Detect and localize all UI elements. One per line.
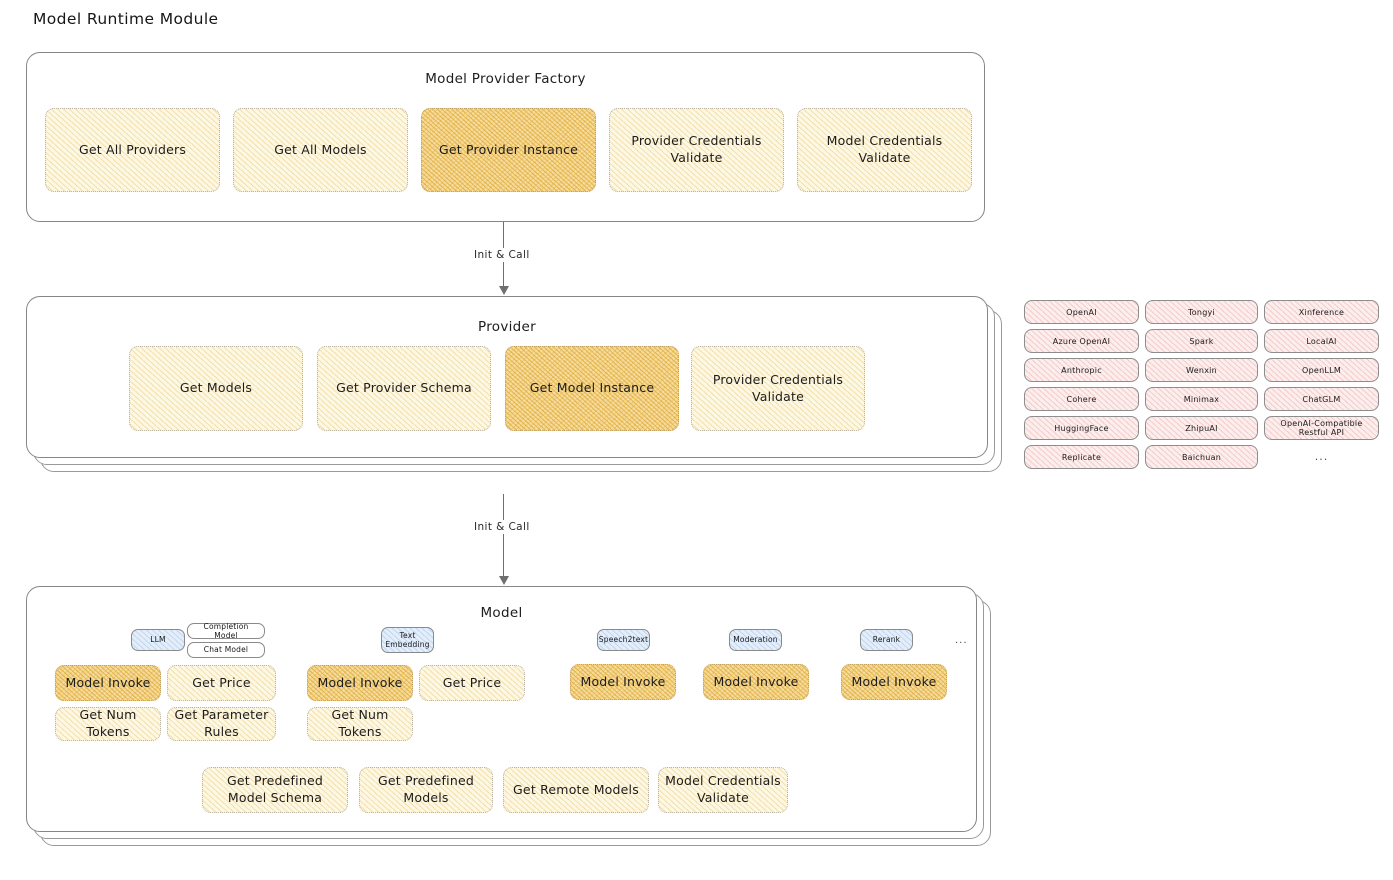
provider-chip-minimax[interactable]: Minimax <box>1145 387 1258 411</box>
provider-item-provider-credentials-validate[interactable]: Provider Credentials Validate <box>691 346 865 431</box>
provider-chip-huggingface[interactable]: HuggingFace <box>1024 416 1139 440</box>
badge-completion-model[interactable]: Completion Model <box>187 622 265 640</box>
badge-llm[interactable]: LLM <box>131 629 185 651</box>
model-panel: Model LLM Completion Model Chat Model Te… <box>26 586 977 832</box>
model-provider-factory-panel: Model Provider Factory Get All Providers… <box>26 52 985 222</box>
provider-chip-chatglm[interactable]: ChatGLM <box>1264 387 1379 411</box>
llm-get-price[interactable]: Get Price <box>167 665 276 701</box>
connector-factory-to-provider: Init & Call <box>468 222 536 296</box>
provider-title: Provider <box>478 319 536 335</box>
llm-get-parameter-rules[interactable]: Get Parameter Rules <box>167 707 276 741</box>
llm-get-num-tokens[interactable]: Get Num Tokens <box>55 707 161 741</box>
provider-chip-cohere[interactable]: Cohere <box>1024 387 1139 411</box>
text-embedding-get-price[interactable]: Get Price <box>419 665 525 701</box>
model-credentials-validate[interactable]: Model Credentials Validate <box>658 767 788 813</box>
connector-label: Init & Call <box>468 520 536 534</box>
factory-item-provider-credentials-validate[interactable]: Provider Credentials Validate <box>609 108 784 192</box>
model-badges-ellipsis: ... <box>955 635 968 646</box>
provider-chip-localai[interactable]: LocalAI <box>1264 329 1379 353</box>
model-get-predefined-models[interactable]: Get Predefined Models <box>359 767 493 813</box>
rerank-model-invoke[interactable]: Model Invoke <box>841 664 947 700</box>
text-embedding-get-num-tokens[interactable]: Get Num Tokens <box>307 707 413 741</box>
provider-chip-zhipuai[interactable]: ZhipuAI <box>1145 416 1258 440</box>
provider-chip-xinference[interactable]: Xinference <box>1264 300 1379 324</box>
model-get-remote-models[interactable]: Get Remote Models <box>503 767 649 813</box>
arrow-head-icon <box>498 576 509 585</box>
provider-item-get-models[interactable]: Get Models <box>129 346 303 431</box>
badge-rerank[interactable]: Rerank <box>860 629 913 651</box>
factory-item-get-provider-instance[interactable]: Get Provider Instance <box>421 108 596 192</box>
provider-chip-tongyi[interactable]: Tongyi <box>1145 300 1258 324</box>
provider-item-get-provider-schema[interactable]: Get Provider Schema <box>317 346 491 431</box>
badge-chat-model[interactable]: Chat Model <box>187 642 265 658</box>
connector-line <box>503 494 505 577</box>
provider-chip-azure-openai[interactable]: Azure OpenAI <box>1024 329 1139 353</box>
provider-chip-anthropic[interactable]: Anthropic <box>1024 358 1139 382</box>
factory-item-model-credentials-validate[interactable]: Model Credentials Validate <box>797 108 972 192</box>
provider-list-ellipsis: ... <box>1314 450 1329 463</box>
model-get-predefined-model-schema[interactable]: Get Predefined Model Schema <box>202 767 348 813</box>
badge-moderation[interactable]: Moderation <box>729 629 782 651</box>
provider-chip-openllm[interactable]: OpenLLM <box>1264 358 1379 382</box>
text-embedding-model-invoke[interactable]: Model Invoke <box>307 665 413 701</box>
provider-chip-replicate[interactable]: Replicate <box>1024 445 1139 469</box>
connector-provider-to-model: Init & Call <box>468 494 536 586</box>
provider-list: OpenAI Azure OpenAI Anthropic Cohere Hug… <box>1024 300 1379 475</box>
llm-model-invoke[interactable]: Model Invoke <box>55 665 161 701</box>
badge-speech2text[interactable]: Speech2text <box>597 629 650 651</box>
provider-item-get-model-instance[interactable]: Get Model Instance <box>505 346 679 431</box>
provider-chip-openai[interactable]: OpenAI <box>1024 300 1139 324</box>
model-provider-factory-title: Model Provider Factory <box>425 71 586 87</box>
factory-item-get-all-providers[interactable]: Get All Providers <box>45 108 220 192</box>
provider-chip-wenxin[interactable]: Wenxin <box>1145 358 1258 382</box>
provider-chip-spark[interactable]: Spark <box>1145 329 1258 353</box>
factory-item-get-all-models[interactable]: Get All Models <box>233 108 408 192</box>
page-title: Model Runtime Module <box>33 10 219 28</box>
connector-label: Init & Call <box>468 248 536 262</box>
model-title: Model <box>480 605 523 621</box>
badge-text-embedding[interactable]: Text Embedding <box>381 627 434 653</box>
arrow-head-icon <box>498 286 509 295</box>
provider-panel: Provider Get Models Get Provider Schema … <box>26 296 988 458</box>
moderation-model-invoke[interactable]: Model Invoke <box>703 664 809 700</box>
provider-chip-openai-compatible-restful-api[interactable]: OpenAI-Compatible Restful API <box>1264 416 1379 440</box>
speech2text-model-invoke[interactable]: Model Invoke <box>570 664 676 700</box>
provider-chip-baichuan[interactable]: Baichuan <box>1145 445 1258 469</box>
